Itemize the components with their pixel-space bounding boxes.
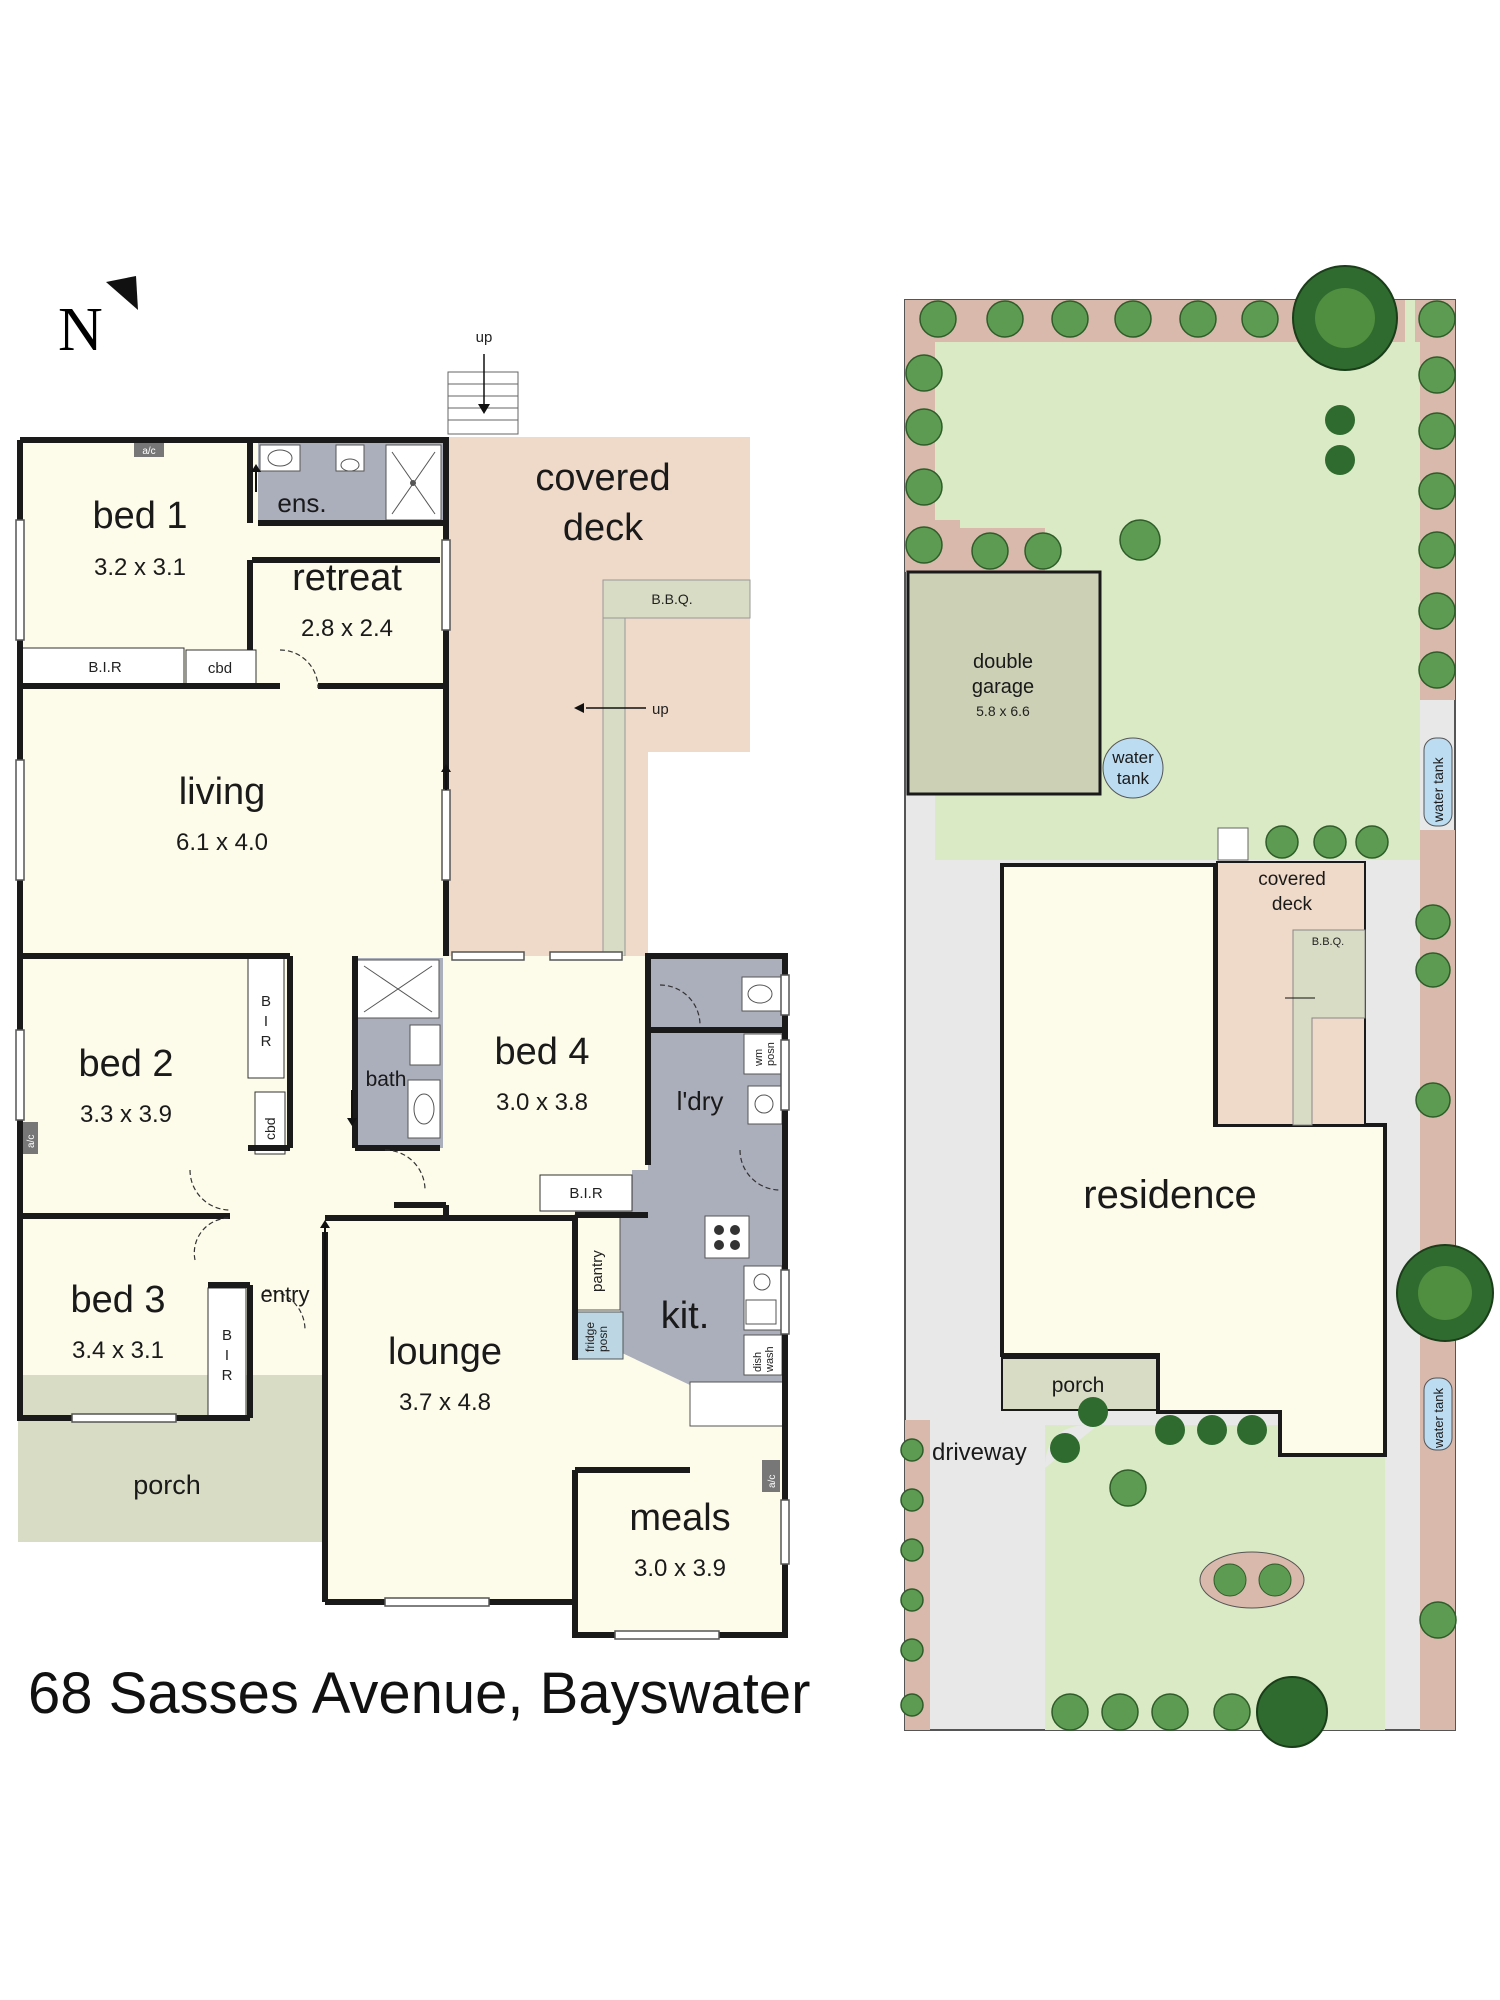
bir2-i-label: I [264, 1013, 268, 1030]
wm-label: wm [753, 1049, 765, 1067]
bir3-r-label: R [222, 1367, 233, 1384]
bath-label: bath [366, 1068, 407, 1091]
site-steps [1217, 827, 1249, 861]
bed4-dims: 3.0 x 3.8 [496, 1089, 588, 1116]
water-tank-2-icon [1423, 737, 1453, 827]
water-tank-3-icon [1423, 1377, 1453, 1451]
pantry-label: pantry [589, 1250, 606, 1292]
deck-area [446, 437, 750, 956]
oval-shrub [1213, 1563, 1247, 1597]
living-label: living [179, 771, 266, 813]
door-arrows [251, 464, 451, 1290]
dish-label: dish [752, 1352, 764, 1372]
deck-up-label: up [652, 701, 669, 718]
site-deck-label-2: deck [1272, 894, 1313, 915]
bath-fixtures [356, 959, 441, 1139]
meals-dims: 3.0 x 3.9 [634, 1555, 726, 1582]
kit-label: kit. [661, 1295, 710, 1337]
fridge-label: fridge [583, 1322, 597, 1352]
bed1-dims: 3.2 x 3.1 [94, 554, 186, 581]
living-dims: 6.1 x 4.0 [176, 829, 268, 856]
ens-label: ens. [277, 488, 326, 518]
rear-lawn-curve [935, 342, 1420, 860]
double-garage [906, 570, 1102, 796]
residence-label: residence [1083, 1173, 1256, 1217]
fridge-posn-label: posn [596, 1326, 610, 1352]
site-porch [1001, 1357, 1158, 1411]
entry-label: entry [261, 1282, 310, 1307]
bir3-i-label: I [225, 1347, 229, 1364]
cbd1-label: cbd [208, 660, 232, 677]
bed2-dims: 3.3 x 3.9 [80, 1101, 172, 1128]
tank1-label-2: tank [1117, 769, 1150, 788]
ldry-label: l'dry [677, 1086, 724, 1116]
driveway-label: driveway [932, 1439, 1027, 1466]
site-porch-label: porch [1052, 1374, 1105, 1397]
kitchen-fixtures: dish wash fridge posn pantry [574, 1214, 786, 1427]
garage-label-2: garage [972, 676, 1034, 698]
ac1-label: a/c [142, 446, 155, 457]
stairs-up-label: up [476, 329, 493, 346]
laundry-kitchen-area [575, 958, 785, 1393]
tank2-label: water tank [1430, 756, 1446, 823]
laundry-fixtures: wm posn [741, 976, 783, 1125]
bir3-b-label: B [222, 1327, 232, 1344]
north-arrow-icon: N [58, 276, 138, 364]
porch-area [18, 1375, 323, 1542]
doors [189, 649, 781, 1331]
shrubs [900, 300, 1457, 1731]
garage-dims: 5.8 x 6.6 [976, 703, 1030, 719]
oval-shrub [1258, 1563, 1292, 1597]
porch-label: porch [133, 1470, 201, 1500]
dish-wash-label: wash [764, 1346, 776, 1373]
ac3-label: a/c [767, 1475, 778, 1488]
windows [15, 519, 790, 1640]
feature-trees [1050, 265, 1494, 1748]
site-deck-label-1: covered [1258, 869, 1326, 890]
deck-label: covered [535, 457, 670, 499]
bed4-label: bed 4 [494, 1031, 589, 1073]
site-bbq [1292, 929, 1366, 1126]
garage-label-1: double [973, 651, 1033, 673]
stairs: up [447, 329, 519, 435]
bed2-label: bed 2 [78, 1043, 173, 1085]
side-paving [1367, 866, 1420, 1030]
robes: B.I.R cbd B I R cbd B I R B.I.R [21, 647, 633, 1419]
north-label: N [58, 296, 103, 364]
meals-label: meals [629, 1497, 730, 1539]
bed1-label: bed 1 [92, 495, 187, 537]
site-plan: double garage 5.8 x 6.6 water tank water… [900, 265, 1494, 1748]
lounge-dims: 3.7 x 4.8 [399, 1389, 491, 1416]
bir4-label: B.I.R [569, 1185, 603, 1202]
wm-posn-label: posn [765, 1042, 777, 1066]
retreat-dims: 2.8 x 2.4 [301, 615, 393, 642]
ensuite-fixtures [259, 444, 442, 521]
bir2-r-label: R [261, 1033, 272, 1050]
walls [17, 437, 788, 1638]
site-covered-deck [1216, 861, 1366, 1126]
site-bbq-label: B.B.Q. [1312, 936, 1344, 948]
water-tank-icon [1102, 737, 1164, 799]
tank3-label: water tank [1431, 1388, 1446, 1449]
cbd2-label: cbd [262, 1117, 278, 1140]
ac2-label: a/c [26, 1135, 37, 1148]
bir2-b-label: B [261, 993, 271, 1010]
bbq-label: B.B.Q. [651, 591, 692, 607]
residence [1000, 863, 1387, 1457]
floor-plan: B.B.Q. up up [15, 329, 790, 1640]
deck-label-2: deck [563, 507, 644, 549]
lounge-label: lounge [388, 1331, 502, 1373]
bir1-label: B.I.R [88, 659, 122, 676]
address-title: 68 Sasses Avenue, Bayswater [28, 1661, 811, 1726]
tank1-label-1: water [1111, 748, 1154, 767]
retreat-label: retreat [292, 557, 402, 599]
ac-units: a/c a/c a/c [22, 443, 780, 1492]
bbq [602, 579, 751, 619]
deck-up-arrow: up [574, 701, 669, 718]
bed3-label: bed 3 [70, 1279, 165, 1321]
bed3-dims: 3.4 x 3.1 [72, 1337, 164, 1364]
